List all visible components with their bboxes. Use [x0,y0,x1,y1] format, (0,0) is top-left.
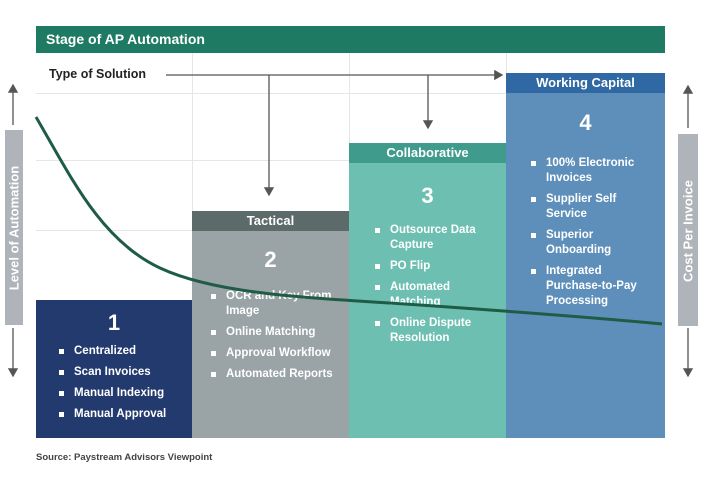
stage-2-block: 2 OCR and Key From Image Online Matching… [192,231,349,438]
right-axis-label: Cost Per Invoice [680,180,696,282]
list-item: Superior Onboarding [530,228,648,258]
list-item: Manual Indexing [58,386,192,401]
list-item: Supplier Self Service [530,192,648,222]
grid-line [349,53,350,143]
diagram-title: Stage of AP Automation [46,31,205,47]
list-item: Centralized [58,344,192,359]
list-item: 100% Electronic Invoices [530,156,648,186]
header-bar [36,26,665,53]
list-item: Scan Invoices [58,365,192,380]
list-item: Automated Reports [210,367,340,382]
cost-curve [34,116,663,326]
grid-line [506,53,507,73]
grid-line [36,93,665,94]
list-item: Integrated Purchase-to-Pay Processing [530,264,648,309]
stage-3-header: Collaborative [349,143,506,163]
source-note: Source: Paystream Advisors Viewpoint [36,452,213,463]
stage-2-header: Tactical [192,211,349,231]
right-axis-bar [678,134,698,326]
stage-3-list: Outsource Data Capture PO Flip Automated… [374,223,494,346]
list-item: Online Matching [210,325,340,340]
stage-4-header: Working Capital [506,73,665,93]
stage-number: 1 [107,310,121,335]
list-item: Approval Workflow [210,346,340,361]
list-item: Outsource Data Capture [374,223,494,253]
list-item: PO Flip [374,259,494,274]
list-item: Online Dispute Resolution [374,316,494,346]
grid-line [192,53,193,213]
left-axis-label: Level of Automation [6,165,22,291]
stage-number: 2 [264,247,277,272]
stage-number: 3 [421,183,434,208]
stage-4-list: 100% Electronic Invoices Supplier Self S… [530,156,648,309]
stage-4-block: 4 100% Electronic Invoices Supplier Self… [506,93,665,438]
stage-number: 4 [579,110,592,135]
stage-1-block: 1 Centralized Scan Invoices Manual Index… [36,300,192,438]
list-item: Manual Approval [58,407,192,422]
stage-1-list: Centralized Scan Invoices Manual Indexin… [58,344,192,422]
type-of-solution-label: Type of Solution [49,67,146,81]
left-axis-bar [5,130,23,325]
stage-3-block: 3 Outsource Data Capture PO Flip Automat… [349,163,506,438]
